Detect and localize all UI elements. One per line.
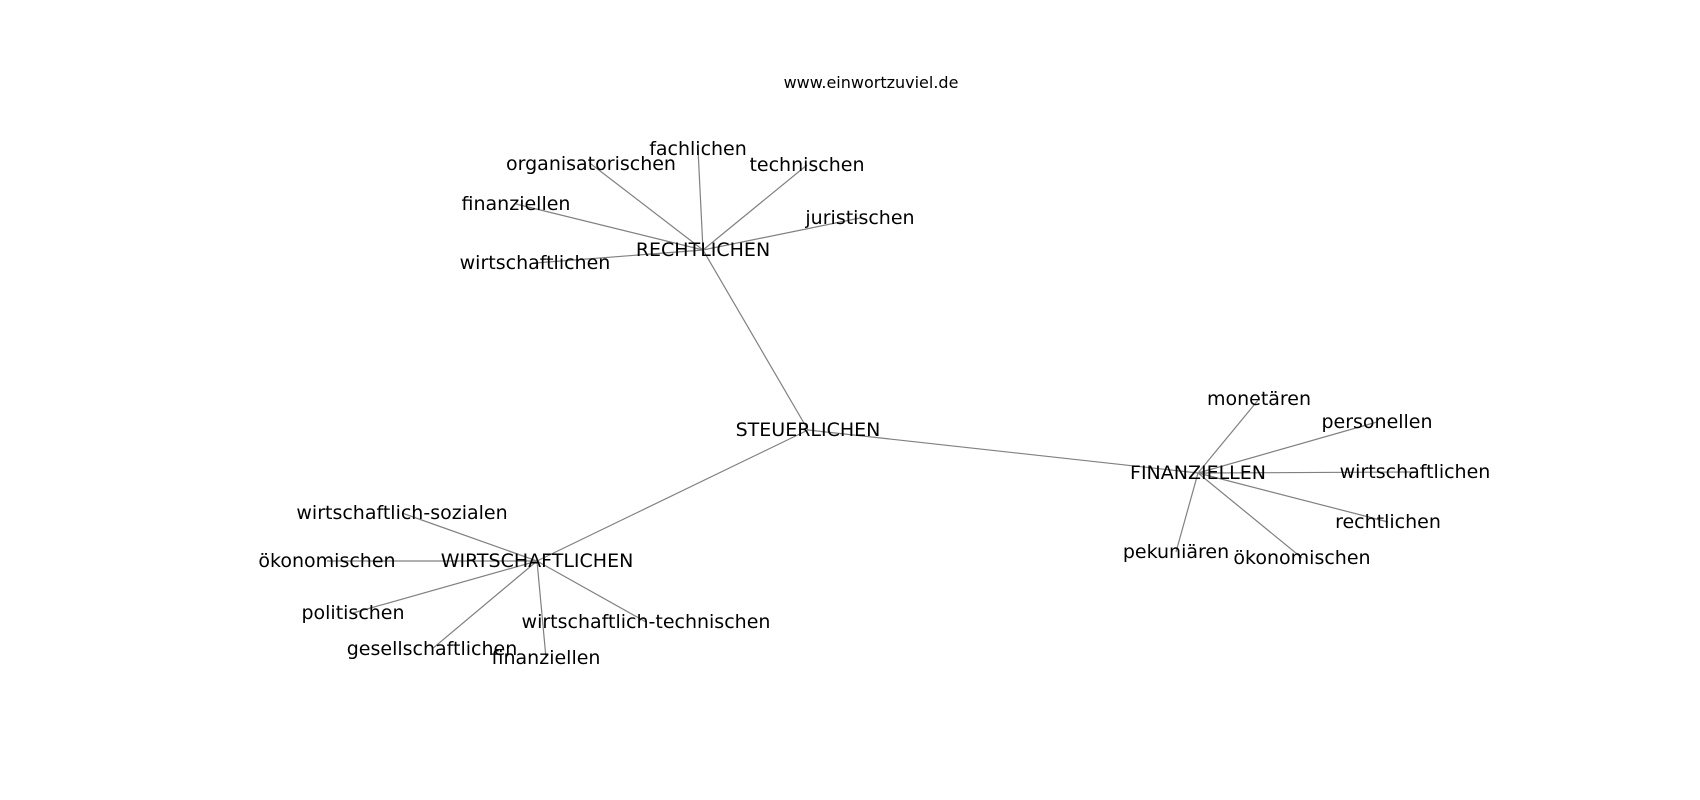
node-r-juristischen: juristischen	[804, 207, 914, 229]
node-w-politischen: politischen	[301, 602, 404, 624]
edge-rechtlichen_hub-r_finanziellen	[515, 203, 704, 251]
edge-steuerlichen-wirtschaftlichen_hub	[536, 429, 809, 562]
node-w-technischen: wirtschaftlich-technischen	[522, 611, 771, 633]
edge-finanziellen_hub-f_wirtschaftlichen	[1197, 471, 1416, 474]
edge-steuerlichen-rechtlichen_hub	[702, 249, 809, 431]
node-w-sozialen: wirtschaftlich-sozialen	[296, 502, 507, 524]
edge-wirtschaftlichen_hub-w_sozialen	[401, 512, 538, 562]
node-f-wirtschaftlichen: wirtschaftlichen	[1340, 461, 1491, 483]
node-finanziellen-hub: FINANZIELLEN	[1130, 462, 1266, 484]
node-steuerlichen: STEUERLICHEN	[736, 419, 881, 441]
edge-rechtlichen_hub-r_juristischen	[702, 217, 861, 251]
node-r-fachlichen: fachlichen	[649, 138, 747, 160]
node-f-monetaeren: monetären	[1207, 388, 1311, 410]
edge-rechtlichen_hub-r_technischen	[702, 164, 808, 251]
edge-wirtschaftlichen_hub-w_politischen	[352, 560, 538, 614]
node-f-personellen: personellen	[1321, 411, 1432, 433]
edge-rechtlichen_hub-r_organisatorischen	[590, 163, 704, 251]
node-r-technischen: technischen	[749, 154, 864, 176]
node-f-oekonomischen: ökonomischen	[1233, 547, 1370, 569]
edge-rechtlichen_hub-r_wirtschaftlichen	[534, 249, 704, 264]
node-w-finanziellen: finanziellen	[492, 647, 601, 669]
node-r-wirtschaftlichen: wirtschaftlichen	[460, 252, 611, 274]
site-title: www.einwortzuviel.de	[784, 73, 959, 92]
edge-wirtschaftlichen_hub-w_finanziellen	[536, 560, 547, 659]
edge-wirtschaftlichen_hub-w_technischen	[536, 560, 647, 623]
edge-wirtschaftlichen_hub-w_gesellschaftlichen	[431, 560, 538, 650]
edge-finanziellen_hub-f_pekuniaeren	[1175, 472, 1199, 553]
node-wirtschaftlichen-hub: WIRTSCHAFTLICHEN	[441, 550, 634, 572]
edge-steuerlichen-finanziellen_hub	[807, 429, 1199, 474]
node-rechtlichen-hub: RECHTLICHEN	[636, 239, 770, 261]
node-f-pekuniaeren: pekuniären	[1123, 541, 1229, 563]
edge-finanziellen_hub-f_monetaeren	[1197, 398, 1260, 474]
edges-layer	[327, 148, 1416, 659]
labels-layer: STEUERLICHEN RECHTLICHEN WIRTSCHAFTLICHEN F…	[258, 138, 1490, 669]
node-w-gesellschaftlichen: gesellschaftlichen	[347, 638, 518, 660]
node-r-organisatorischen: organisatorischen	[506, 153, 676, 175]
node-w-oekonomischen: ökonomischen	[258, 550, 395, 572]
node-r-finanziellen: finanziellen	[462, 193, 571, 215]
edge-rechtlichen_hub-r_fachlichen	[697, 148, 704, 251]
edge-finanziellen_hub-f_oekonomischen	[1197, 472, 1303, 559]
edge-finanziellen_hub-f_rechtlichen	[1197, 472, 1389, 523]
edge-finanziellen_hub-f_personellen	[1197, 421, 1378, 474]
node-f-rechtlichen: rechtlichen	[1335, 511, 1441, 533]
